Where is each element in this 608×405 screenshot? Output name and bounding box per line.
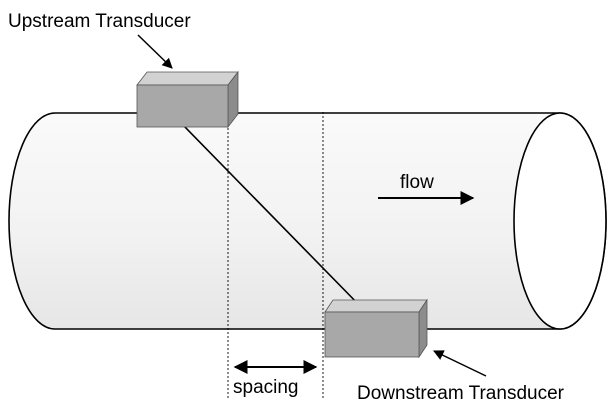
pipe-end-face bbox=[513, 112, 607, 330]
pipe bbox=[8, 112, 607, 330]
upstream-transducer-top bbox=[136, 71, 239, 86]
upstream-transducer-front bbox=[136, 84, 229, 128]
spacing-label: spacing bbox=[233, 377, 299, 398]
downstream-transducer bbox=[324, 298, 428, 359]
downstream-leader-arrow bbox=[433, 350, 487, 377]
signal-path bbox=[182, 124, 365, 311]
upstream-transducer bbox=[136, 70, 239, 129]
downstream-transducer-label: Downstream Transducer bbox=[357, 383, 565, 404]
downstream-transducer-top bbox=[324, 299, 428, 313]
upstream-transducer-label: Upstream Transducer bbox=[8, 11, 191, 32]
flow-label: flow bbox=[400, 172, 434, 193]
downstream-transducer-front bbox=[324, 311, 420, 358]
upstream-leader-arrow bbox=[137, 34, 173, 69]
